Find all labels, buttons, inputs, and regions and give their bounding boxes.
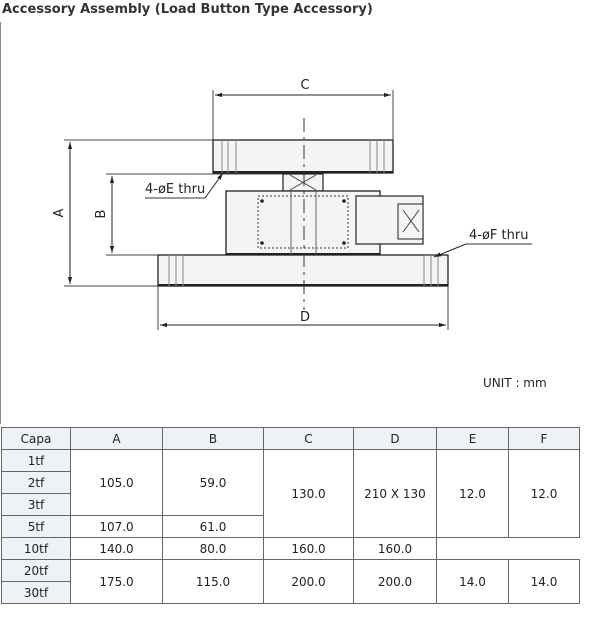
dim-b-label: B	[94, 210, 109, 219]
load-button	[282, 173, 324, 192]
table-row: 2tf	[1, 471, 580, 494]
table-row: 1tf 105.0 59.0 130.0 210 X 130 12.0 12.0	[1, 449, 580, 538]
value-cell: 115.0	[162, 559, 264, 604]
value-cell: 175.0	[70, 559, 163, 604]
table-row: 3tf	[1, 493, 580, 516]
value-cell: 107.0	[70, 515, 163, 538]
base-plate	[157, 254, 449, 287]
dimension-c: C	[212, 78, 394, 140]
header-c: C	[263, 427, 354, 450]
dim-a-label: A	[52, 208, 67, 217]
header-e: E	[436, 427, 509, 450]
dim-c-label: C	[300, 78, 309, 93]
capacity-cell: 1tf	[1, 449, 71, 472]
capacity-cell: 5tf	[1, 515, 71, 538]
unit-note: UNIT : mm	[483, 376, 547, 390]
header-capa: Capa	[1, 427, 71, 450]
callout-f-label: 4-øF thru	[469, 228, 528, 243]
table-row: 30tf	[1, 581, 580, 604]
value-cell: 130.0	[263, 449, 354, 538]
capacity-cell: 10tf	[1, 537, 71, 560]
assembly-drawing: C D A B 4-øE thru 4-øF thru	[52, 78, 532, 330]
value-cell: 12.0	[508, 449, 580, 538]
cable-connector	[355, 195, 424, 245]
spec-table: Capa A B C D E F 1tf 105.0 59.0 130.0 21…	[1, 427, 580, 604]
header-f: F	[508, 427, 580, 450]
dimension-a: A	[52, 139, 213, 287]
callout-f: 4-øF thru	[433, 228, 532, 258]
callout-e: 4-øE thru	[145, 172, 224, 199]
page-title: Accessory Assembly (Load Button Type Acc…	[2, 2, 373, 17]
header-d: D	[353, 427, 437, 450]
value-cell: 59.0	[162, 449, 264, 516]
left-border-rule	[0, 22, 1, 424]
dim-d-label: D	[300, 310, 310, 325]
table-row: 20tf 175.0 115.0 200.0 200.0 14.0 14.0	[1, 559, 580, 604]
value-cell: 140.0	[70, 537, 163, 560]
value-cell: 105.0	[70, 449, 163, 516]
dimension-b: B	[94, 173, 283, 256]
value-cell: 80.0	[162, 537, 264, 560]
table-row: 5tf 107.0 61.0	[1, 515, 580, 538]
value-cell: 200.0	[353, 559, 437, 604]
capacity-cell: 20tf	[1, 559, 71, 582]
dimension-d: D	[157, 286, 449, 330]
table-header-row: Capa A B C D E F	[1, 427, 580, 450]
value-cell: 200.0	[263, 559, 354, 604]
value-cell: 12.0	[436, 449, 509, 538]
value-cell: 14.0	[436, 559, 509, 604]
capacity-cell: 3tf	[1, 493, 71, 516]
value-cell: 210 X 130	[353, 449, 437, 538]
capacity-cell: 2tf	[1, 471, 71, 494]
value-cell: 160.0	[353, 537, 437, 560]
header-b: B	[162, 427, 264, 450]
callout-e-label: 4-øE thru	[145, 182, 205, 197]
header-a: A	[70, 427, 163, 450]
value-cell: 160.0	[263, 537, 354, 560]
value-cell: 61.0	[162, 515, 264, 538]
capacity-cell: 30tf	[1, 581, 71, 604]
value-cell: 14.0	[508, 559, 580, 604]
top-plate	[212, 139, 394, 174]
table-row: 10tf 140.0 80.0 160.0 160.0	[1, 537, 580, 560]
